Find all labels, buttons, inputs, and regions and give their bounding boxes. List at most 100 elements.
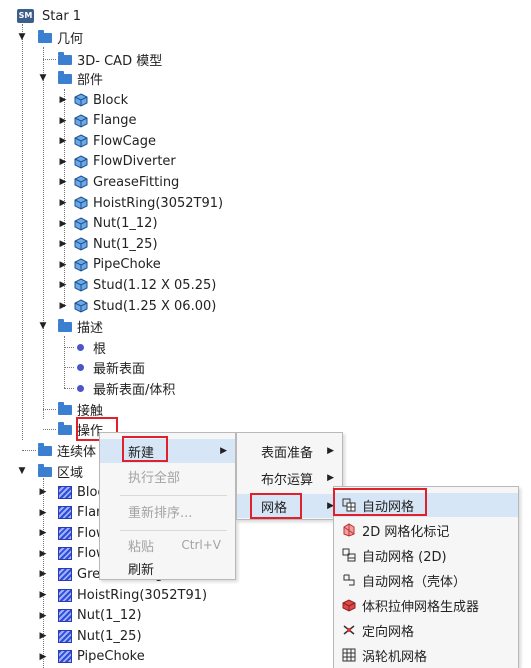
part-icon: [74, 114, 88, 128]
menu-item-execute-all[interactable]: 执行全部: [100, 464, 235, 488]
expand-toggle-icon[interactable]: ▶: [59, 301, 67, 311]
folder-icon: [58, 422, 72, 435]
collapse-toggle-icon[interactable]: ▼: [18, 32, 26, 42]
node-label: 几何: [57, 31, 84, 47]
tree-node-latest-surface-volume[interactable]: 最新表面/体积: [74, 378, 175, 398]
node-label: 部件: [77, 72, 104, 88]
node-label: GreaseFitting: [93, 174, 180, 190]
expand-toggle-icon[interactable]: ▶: [59, 115, 67, 126]
menu-item-label: 表面准备: [261, 445, 314, 461]
expand-toggle-icon[interactable]: ▶: [39, 569, 47, 580]
expand-toggle-icon[interactable]: ▶: [59, 95, 67, 105]
tree-node-operations[interactable]: 操作: [58, 419, 103, 439]
expand-toggle-icon[interactable]: ▶: [59, 156, 67, 167]
tree-node-part[interactable]: FlowCage: [74, 131, 156, 151]
menu-item-auto-mesh-2d[interactable]: 自动网格 (2D): [334, 543, 518, 567]
submenu-arrow-icon: ▶: [327, 501, 334, 511]
expand-toggle-icon[interactable]: ▶: [39, 548, 47, 559]
tree-node-continuum[interactable]: 连续体: [38, 440, 96, 460]
menu-item-extrude-mesher[interactable]: 体积拉伸网格生成器: [334, 593, 518, 617]
node-label: Stud(1.12 X 05.25): [93, 277, 217, 293]
tree-node-regions[interactable]: 区域: [38, 461, 83, 481]
node-label: Nut(1_12): [93, 216, 158, 232]
tree-node-region[interactable]: Nut(1_12): [58, 606, 142, 626]
tree-node-part[interactable]: Flange: [74, 111, 137, 131]
tree-node-geometry[interactable]: 几何: [38, 27, 83, 47]
tree-line: [22, 24, 23, 440]
part-icon: [74, 175, 88, 189]
part-icon: [74, 196, 88, 210]
tree-node-part[interactable]: Stud(1.12 X 05.25): [74, 275, 216, 295]
node-label: 描述: [77, 320, 104, 336]
tree-node-part[interactable]: GreaseFitting: [74, 172, 179, 192]
expand-toggle-icon[interactable]: ▶: [39, 487, 47, 497]
node-label: Flange: [93, 113, 137, 129]
expand-toggle-icon[interactable]: ▶: [39, 610, 47, 621]
part-icon: [74, 299, 88, 313]
tree-node-part[interactable]: Stud(1.25 X 06.00): [74, 296, 216, 316]
expand-toggle-icon[interactable]: ▶: [59, 198, 67, 208]
tree-node-part[interactable]: Block: [74, 90, 128, 110]
menu-item-refresh[interactable]: 刷新: [100, 556, 235, 580]
part-icon: [74, 93, 88, 107]
menu-item-label: 布尔运算: [261, 472, 314, 488]
menu-item-turbo-mesh[interactable]: 涡轮机网格: [334, 643, 518, 667]
tree-node-region[interactable]: PipeChoke: [58, 647, 145, 667]
mesh-highlight-box: [250, 493, 302, 519]
menu-item-label: 体积拉伸网格生成器: [362, 599, 480, 615]
tree-node-part[interactable]: Nut(1_25): [74, 234, 158, 254]
node-label: 根: [93, 341, 107, 357]
menu-item-label: 粘贴: [128, 539, 155, 555]
bullet-icon: [77, 363, 84, 371]
turbo-mesh-icon: [342, 648, 356, 662]
root-label: Star 1: [42, 8, 82, 24]
expand-toggle-icon[interactable]: ▶: [39, 631, 47, 642]
menu-item-reorder[interactable]: 重新排序...: [100, 499, 235, 523]
tree-node-3d-cad-model[interactable]: 3D- CAD 模型: [58, 49, 162, 69]
menu-item-2d-mesh-marker[interactable]: 2D 网格化标记: [334, 518, 518, 542]
tree-node-root-desc[interactable]: 根: [74, 337, 106, 357]
node-label: 3D- CAD 模型: [77, 53, 163, 69]
tree-node-latest-surface[interactable]: 最新表面: [74, 357, 145, 377]
menu-item-paste[interactable]: 粘贴 Ctrl+V: [100, 533, 235, 557]
menu-item-auto-mesh-shell[interactable]: 自动网格（壳体）: [334, 568, 518, 592]
menu-item-surface-prep[interactable]: 表面准备 ▶: [237, 439, 342, 463]
expand-toggle-icon[interactable]: ▶: [59, 239, 67, 250]
expand-toggle-icon[interactable]: ▶: [59, 177, 67, 188]
expand-toggle-icon[interactable]: ▶: [39, 651, 47, 662]
expand-toggle-icon[interactable]: ▶: [59, 218, 67, 229]
bullet-icon: [77, 384, 84, 392]
expand-toggle-icon[interactable]: ▶: [59, 136, 67, 147]
operations-highlight-box: [76, 417, 118, 441]
node-label: Nut(1_25): [93, 236, 158, 252]
expand-toggle-icon[interactable]: ▶: [59, 280, 67, 291]
menu-item-mesh[interactable]: 网格 ▶: [237, 494, 342, 518]
tree-node-part[interactable]: FlowDiverter: [74, 152, 176, 172]
expand-toggle-icon[interactable]: ▶: [39, 590, 47, 600]
menu-item-directed-mesh[interactable]: 定向网格: [334, 618, 518, 642]
region-icon: [58, 526, 72, 540]
tree-node-description[interactable]: 描述: [58, 316, 103, 336]
expand-toggle-icon[interactable]: ▶: [39, 507, 47, 518]
menu-item-label: 自动网格（壳体）: [362, 574, 467, 590]
tree-node-part[interactable]: HoistRing(3052T91): [74, 193, 223, 213]
expand-toggle-icon[interactable]: ▶: [39, 528, 47, 539]
collapse-toggle-icon[interactable]: ▼: [18, 466, 26, 476]
menu-item-label: 重新排序...: [128, 505, 193, 521]
expand-toggle-icon[interactable]: ▶: [59, 259, 67, 270]
tree-node-parts[interactable]: 部件: [58, 68, 103, 88]
bullet-icon: [77, 343, 84, 351]
collapse-toggle-icon[interactable]: ▼: [39, 73, 47, 83]
tree-line: [43, 47, 44, 419]
part-icon: [74, 217, 88, 231]
menu-item-boolean[interactable]: 布尔运算 ▶: [237, 466, 342, 490]
tree-node-contact[interactable]: 接触: [58, 399, 103, 419]
menu-item-label: 自动网格: [362, 499, 415, 515]
tree-node-region[interactable]: Nut(1_25): [58, 626, 142, 646]
tree-root[interactable]: SM Star 1: [17, 6, 81, 26]
node-label: Nut(1_25): [77, 628, 142, 644]
tree-node-region[interactable]: HoistRing(3052T91): [58, 585, 207, 605]
tree-node-part[interactable]: Nut(1_12): [74, 214, 158, 234]
collapse-toggle-icon[interactable]: ▼: [39, 321, 47, 331]
tree-node-part[interactable]: PipeChoke: [74, 255, 161, 275]
